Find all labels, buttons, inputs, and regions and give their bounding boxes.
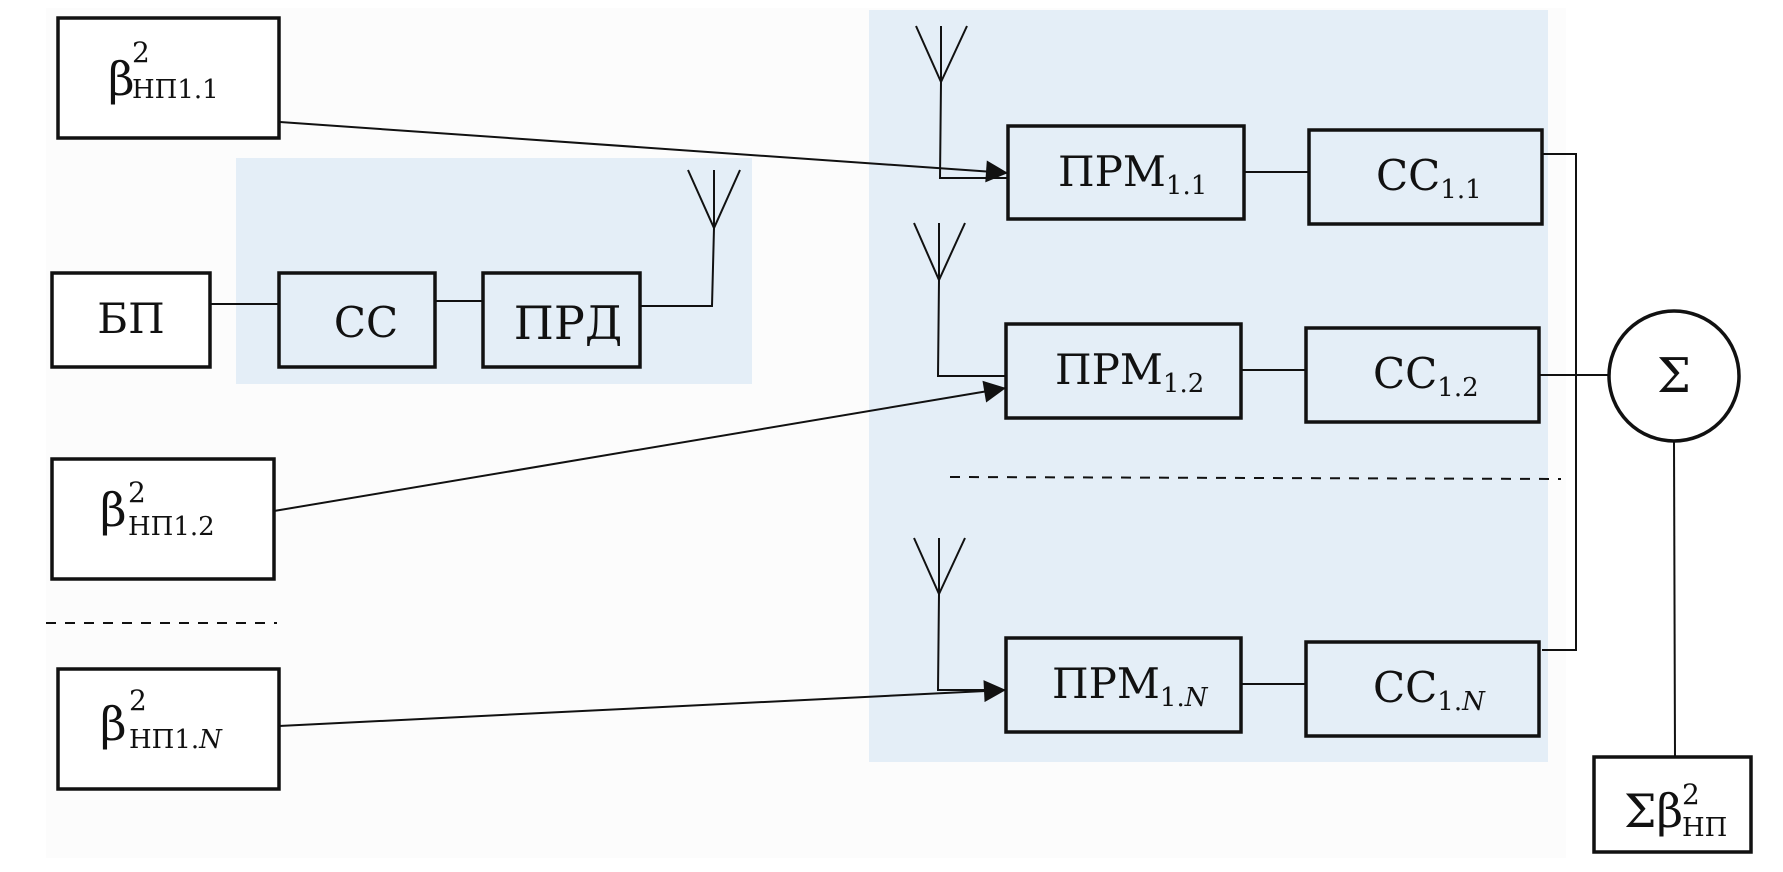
- svg-text:2: 2: [129, 684, 147, 717]
- interference-arrow-12: [273, 380, 1007, 512]
- svg-text:ПРМ1.1: ПРМ1.1: [1058, 147, 1207, 201]
- prm12-antenna-feed: [936, 279, 1006, 377]
- svg-text:СС1.N: СС1.N: [1373, 663, 1486, 717]
- prm1n-antenna-feed: [936, 593, 1006, 691]
- svg-text:ПРМ1.2: ПРМ1.2: [1055, 345, 1204, 399]
- transmitter-block: ПРД: [481, 271, 642, 369]
- receiver-ellipsis-separator: [949, 476, 1562, 480]
- tx-cc-block: СС: [277, 271, 437, 369]
- cc-11-block: СС1.1: [1307, 128, 1544, 226]
- svg-text:β: β: [108, 52, 135, 106]
- beta-np11-block: β 2 НП1.1: [56, 16, 281, 140]
- svg-text:БП: БП: [97, 294, 165, 343]
- svg-text:Σ: Σ: [1657, 348, 1691, 404]
- svg-text:Σβ: Σβ: [1624, 784, 1683, 838]
- svg-text:2: 2: [132, 36, 150, 69]
- prd-antenna-feed: [640, 227, 715, 307]
- svg-text:НП1.N: НП1.N: [129, 725, 223, 755]
- svg-text:β: β: [100, 483, 127, 537]
- summator-output-link: [1673, 441, 1676, 758]
- svg-text:2: 2: [128, 476, 146, 509]
- beta-np12-block: β 2 НП1.2: [50, 457, 276, 581]
- cc-1n-block: СС1.N: [1304, 640, 1541, 738]
- sum-beta-np-block: Σβ 2 НП: [1592, 755, 1753, 854]
- summator-circle: Σ: [1607, 309, 1741, 443]
- cc11-bus-link: [1542, 153, 1577, 651]
- svg-text:β: β: [100, 697, 127, 751]
- receiver-12-block: ПРМ1.2: [1004, 322, 1243, 420]
- svg-text:СС: СС: [334, 298, 398, 347]
- svg-text:НП1.2: НП1.2: [128, 512, 215, 542]
- svg-text:СС1.2: СС1.2: [1373, 349, 1479, 403]
- svg-text:НП1.1: НП1.1: [132, 75, 219, 105]
- svg-text:ПРМ1.N: ПРМ1.N: [1052, 659, 1209, 713]
- svg-text:2: 2: [1682, 778, 1700, 811]
- svg-text:ПРД: ПРД: [514, 296, 622, 350]
- interference-arrow-11: [279, 121, 1009, 183]
- svg-text:НП: НП: [1682, 813, 1727, 843]
- beta-np1n-block: β 2 НП1.N: [56, 667, 281, 791]
- power-supply-block: БП: [50, 271, 212, 369]
- receiver-11-block: ПРМ1.1: [1006, 124, 1246, 221]
- receiver-1n-block: ПРМ1.N: [1004, 636, 1243, 734]
- svg-text:СС1.1: СС1.1: [1376, 151, 1482, 205]
- cc-12-block: СС1.2: [1304, 326, 1541, 424]
- interference-arrow-1n: [278, 680, 1007, 727]
